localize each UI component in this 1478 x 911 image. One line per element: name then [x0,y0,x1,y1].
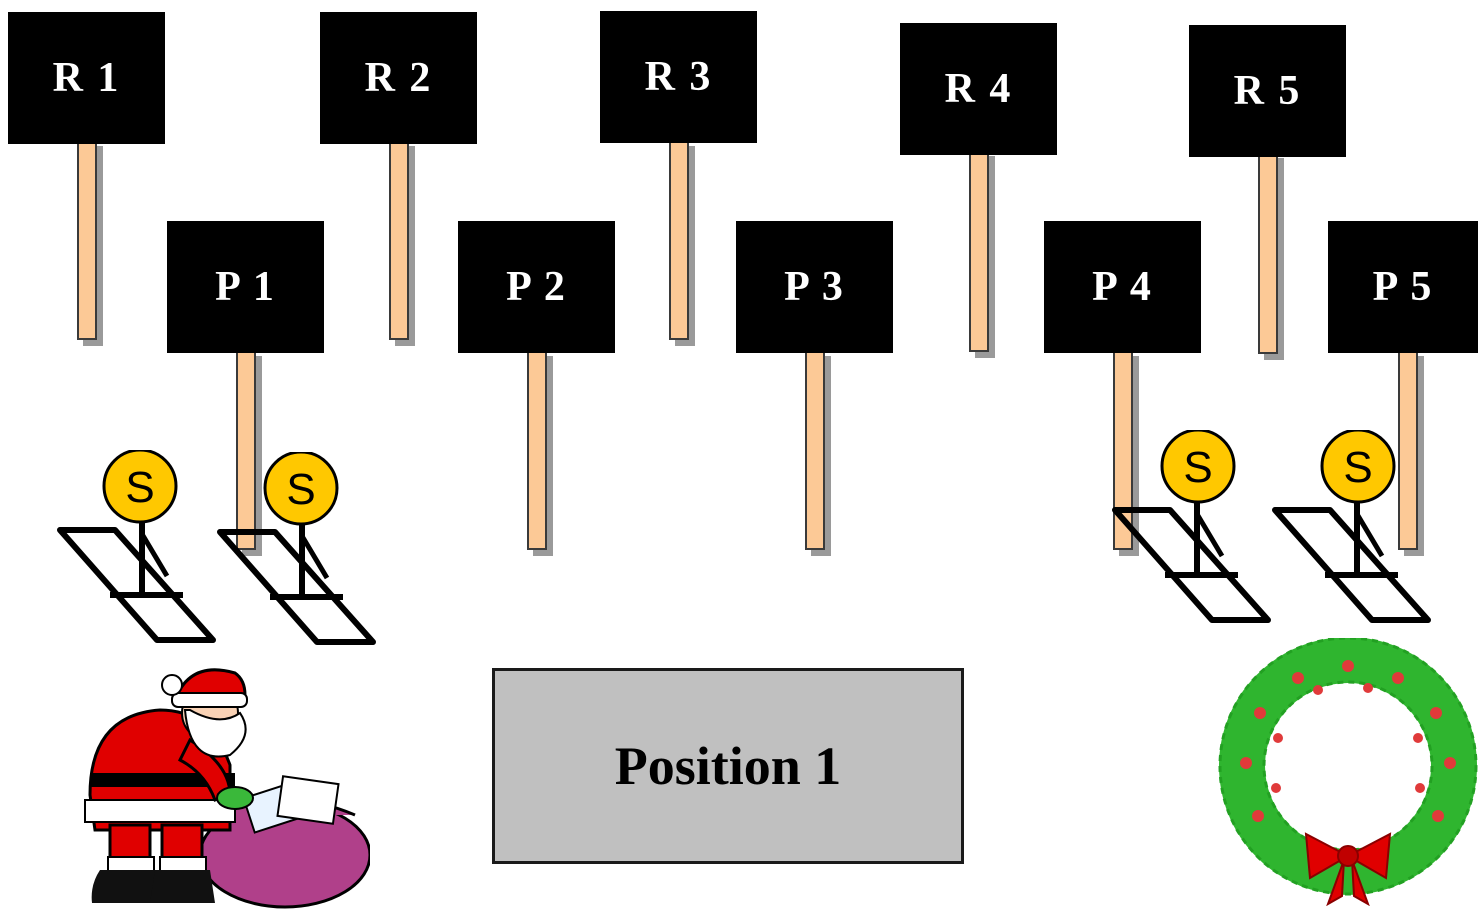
coin-3 [1160,430,1236,504]
r4-stick [969,150,989,352]
r3-label: R 3 [600,11,757,143]
p3-label: P 3 [736,221,893,353]
coin-2-label: S [286,465,315,514]
trap-3: S [1112,430,1271,623]
r5-stick [1258,152,1278,354]
position-box: Position 1 [492,668,964,864]
p5-label: P 5 [1328,221,1478,353]
p1-label: P 1 [167,221,324,353]
p2-sign: P 2 [458,221,615,353]
p2-stick [527,350,547,550]
coin-4-label: S [1343,443,1372,492]
r3-sign: R 3 [600,11,757,143]
p1-sign: P 1 [167,221,324,353]
p3-stick [805,350,825,550]
coin-1-label: S [125,463,154,512]
r2-stick [389,140,409,340]
position-label: Position 1 [614,736,842,796]
trap-2: S [217,452,376,645]
p5-sign: P 5 [1328,221,1478,353]
r4-sign: R 4 [900,23,1057,155]
p4-sign: P 4 [1044,221,1201,353]
r3-stick [669,140,689,340]
p2-label: P 2 [458,221,615,353]
r2-label: R 2 [320,12,477,144]
trap-1: S [57,450,216,643]
p3-sign: P 3 [736,221,893,353]
r1-label: R 1 [8,12,165,144]
r5-sign: R 5 [1189,25,1346,157]
coin-3-label: S [1183,443,1212,492]
coin-2 [263,452,339,526]
r4-label: R 4 [900,23,1057,155]
p4-label: P 4 [1044,221,1201,353]
trap-4: S [1272,430,1431,623]
coin-4 [1320,430,1396,504]
r2-sign: R 2 [320,12,477,144]
r5-label: R 5 [1189,25,1346,157]
coin-1 [102,450,178,524]
wreath-icon [1218,638,1478,906]
r1-stick [77,140,97,340]
r1-sign: R 1 [8,12,165,144]
santa-icon [84,668,370,909]
